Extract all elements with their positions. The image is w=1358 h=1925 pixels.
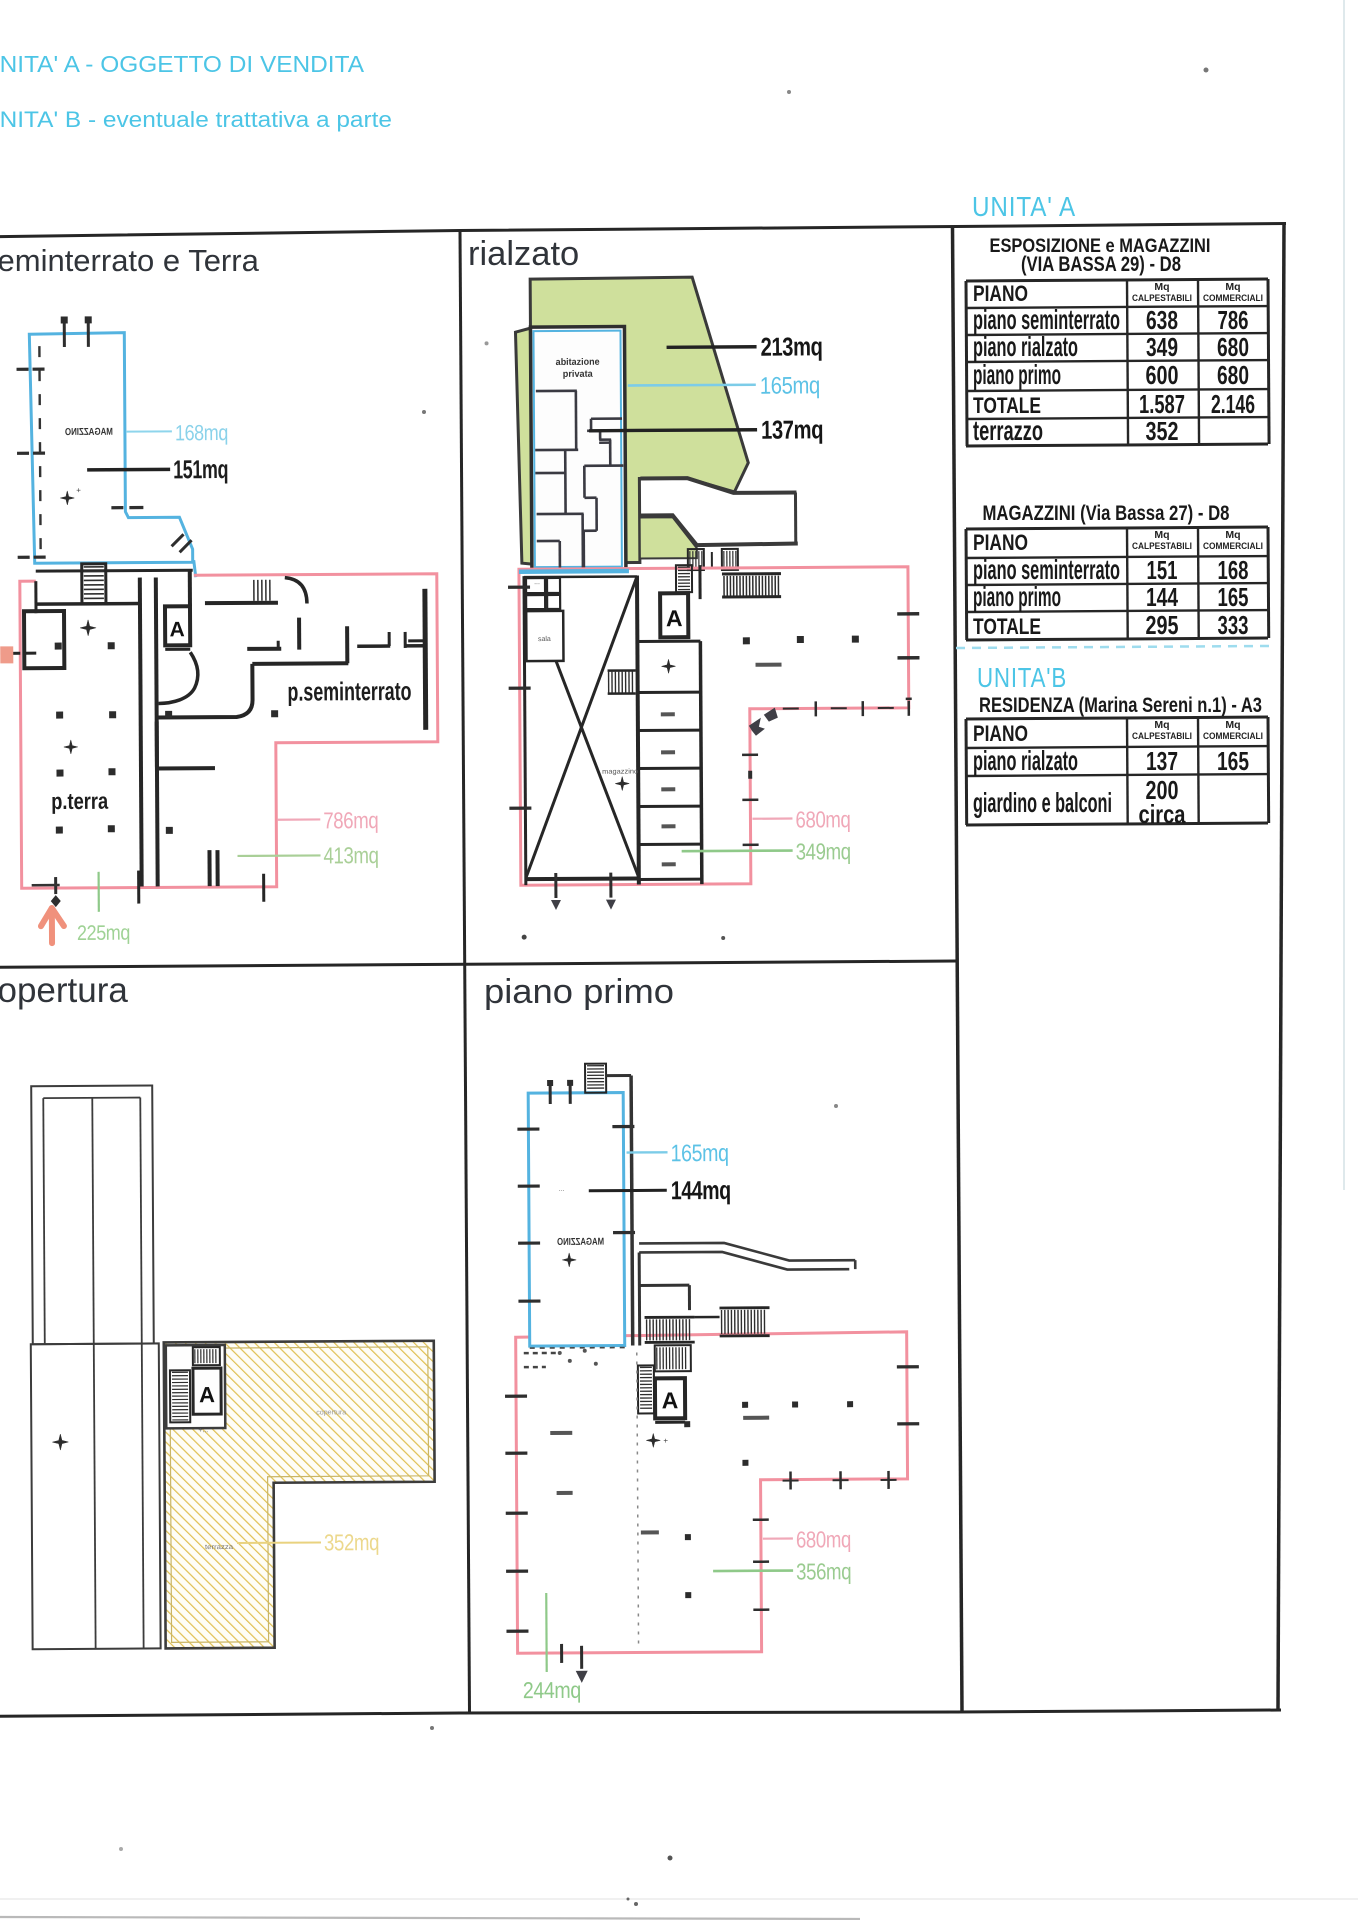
svg-text:165mq: 165mq (670, 1140, 728, 1167)
svg-text:piano primo: piano primo (973, 359, 1061, 390)
svg-text:225mq: 225mq (77, 922, 130, 945)
svg-text:magazzino: magazzino (602, 768, 638, 775)
svg-text:UNITA' B - eventuale trattativ: UNITA' B - eventuale trattativa a parte (0, 107, 392, 132)
svg-text:Mq: Mq (1225, 719, 1240, 731)
svg-text:+: + (76, 486, 81, 495)
svg-text:MAGAZZINO: MAGAZZINO (557, 1237, 604, 1248)
svg-text:rialzato: rialzato (468, 235, 579, 273)
svg-text:piano primo: piano primo (973, 581, 1061, 612)
svg-text:144: 144 (1146, 582, 1178, 612)
svg-text:COMMERCIALI: COMMERCIALI (1203, 293, 1263, 303)
svg-text:A: A (666, 605, 683, 631)
svg-text:...: ... (534, 579, 540, 586)
svg-text:piano primo: piano primo (484, 973, 674, 1011)
svg-text:352: 352 (1146, 416, 1179, 446)
svg-text:copertura: copertura (316, 1409, 346, 1416)
svg-text:p.seminterrato: p.seminterrato (287, 676, 411, 707)
svg-text:349: 349 (1146, 332, 1178, 362)
svg-text:COMMERCIALI: COMMERCIALI (1203, 731, 1263, 741)
svg-text:UNITA'B: UNITA'B (977, 662, 1067, 693)
svg-text:295: 295 (1146, 610, 1179, 640)
svg-text:terrazza: terrazza (205, 1544, 233, 1551)
svg-text:Mq: Mq (1154, 529, 1169, 541)
svg-text:Mq: Mq (1154, 719, 1169, 731)
svg-text:circa: circa (1139, 799, 1186, 829)
svg-text:151: 151 (1147, 555, 1178, 585)
svg-text:151mq: 151mq (173, 454, 228, 484)
svg-text:+...: +... (198, 1427, 208, 1434)
svg-text:privata: privata (563, 369, 594, 380)
svg-text:CALPESTABILI: CALPESTABILI (1132, 293, 1192, 303)
svg-text:A: A (199, 1382, 215, 1407)
svg-text:PIANO: PIANO (973, 281, 1028, 306)
svg-text:349mq: 349mq (796, 838, 851, 864)
svg-text:680: 680 (1217, 332, 1249, 362)
svg-text:Mq: Mq (1225, 529, 1240, 541)
svg-text:MAGAZZINI (Via Bassa 27) - D8: MAGAZZINI (Via Bassa 27) - D8 (983, 501, 1230, 525)
svg-text:356mq: 356mq (796, 1558, 851, 1584)
svg-text:137mq: 137mq (761, 414, 823, 444)
svg-text:RESIDENZA (Marina Sereni n.1): RESIDENZA (Marina Sereni n.1) - A3 (979, 694, 1262, 717)
svg-text:352mq: 352mq (324, 1529, 379, 1555)
svg-text:UNITA' A: UNITA' A (972, 191, 1076, 222)
svg-text:(VIA BASSA 29) - D8: (VIA BASSA 29) - D8 (1021, 253, 1181, 276)
svg-text:168mq: 168mq (175, 420, 228, 445)
svg-text:680: 680 (1217, 360, 1249, 390)
svg-text:413mq: 413mq (323, 842, 378, 868)
svg-text:333: 333 (1218, 610, 1249, 640)
svg-text:p.terra: p.terra (51, 788, 108, 814)
svg-text:165: 165 (1218, 582, 1249, 612)
svg-text:+: + (663, 1436, 668, 1445)
svg-text:2.146: 2.146 (1211, 389, 1255, 419)
svg-text:213mq: 213mq (760, 331, 822, 361)
svg-text:137: 137 (1146, 746, 1178, 776)
svg-text:piano rialzato: piano rialzato (973, 745, 1078, 776)
svg-text:UNITA' A - OGGETTO DI VENDITA: UNITA' A - OGGETTO DI VENDITA (0, 51, 365, 77)
svg-text:786mq: 786mq (323, 807, 378, 833)
svg-text:COMMERCIALI: COMMERCIALI (1203, 541, 1263, 551)
svg-text:165mq: 165mq (760, 372, 820, 399)
svg-text:A: A (169, 618, 184, 641)
svg-text:Mq: Mq (1154, 281, 1169, 293)
svg-text:seminterrato e Terra: seminterrato e Terra (0, 243, 260, 278)
svg-text:165: 165 (1217, 746, 1249, 776)
svg-text:A: A (662, 1387, 679, 1413)
svg-text:Mq: Mq (1225, 281, 1240, 293)
svg-text:terrazzo: terrazzo (973, 415, 1043, 446)
svg-text:TOTALE: TOTALE (973, 614, 1041, 639)
svg-text:638: 638 (1146, 305, 1178, 335)
svg-text:CALPESTABILI: CALPESTABILI (1132, 731, 1192, 741)
svg-text:PIANO: PIANO (973, 530, 1028, 555)
svg-text:144mq: 144mq (671, 1175, 731, 1205)
svg-text:copertura: copertura (0, 971, 128, 1010)
svg-text:680mq: 680mq (796, 1526, 851, 1552)
svg-text:600: 600 (1146, 360, 1179, 390)
svg-text:680mq: 680mq (795, 806, 850, 832)
svg-text:giardino e balconi: giardino e balconi (973, 787, 1112, 818)
svg-text:abitazione: abitazione (556, 357, 600, 368)
svg-text:1.587: 1.587 (1139, 389, 1185, 419)
svg-text:244mq: 244mq (523, 1677, 581, 1703)
svg-text:CALPESTABILI: CALPESTABILI (1132, 541, 1192, 551)
svg-text:piano rialzato: piano rialzato (973, 331, 1078, 362)
svg-text:168: 168 (1218, 555, 1249, 585)
svg-text:sala: sala (538, 636, 551, 643)
svg-text:...: ... (559, 1186, 565, 1193)
svg-text:PIANO: PIANO (973, 721, 1028, 746)
svg-text:MAGAZZINO: MAGAZZINO (65, 427, 113, 438)
svg-text:786: 786 (1218, 305, 1249, 335)
